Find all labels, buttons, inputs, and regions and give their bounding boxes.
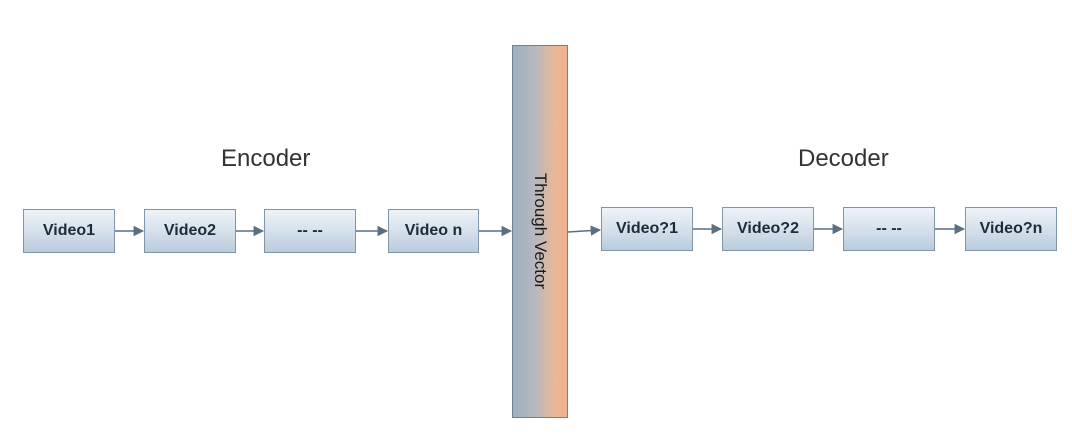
- through-vector-label: Through Vector: [531, 172, 550, 290]
- decoder-node-video-q2: Video?2: [722, 207, 814, 251]
- decoder-node-video-qn: Video?n: [965, 207, 1057, 251]
- encoder-node-ellipsis: -- --: [264, 209, 356, 253]
- through-vector-bar: [512, 45, 568, 418]
- encoder-title: Encoder: [221, 145, 311, 172]
- arrow-vector-to-video-q1: [567, 225, 602, 236]
- decoder-title: Decoder: [798, 145, 889, 172]
- encoder-node-video1: Video1: [23, 209, 115, 253]
- encoder-node-video2: Video2: [144, 209, 236, 253]
- decoder-node-video-q1: Video?1: [601, 207, 693, 251]
- decoder-node-ellipsis: -- --: [843, 207, 935, 251]
- encoder-node-video-n: Video n: [388, 209, 479, 253]
